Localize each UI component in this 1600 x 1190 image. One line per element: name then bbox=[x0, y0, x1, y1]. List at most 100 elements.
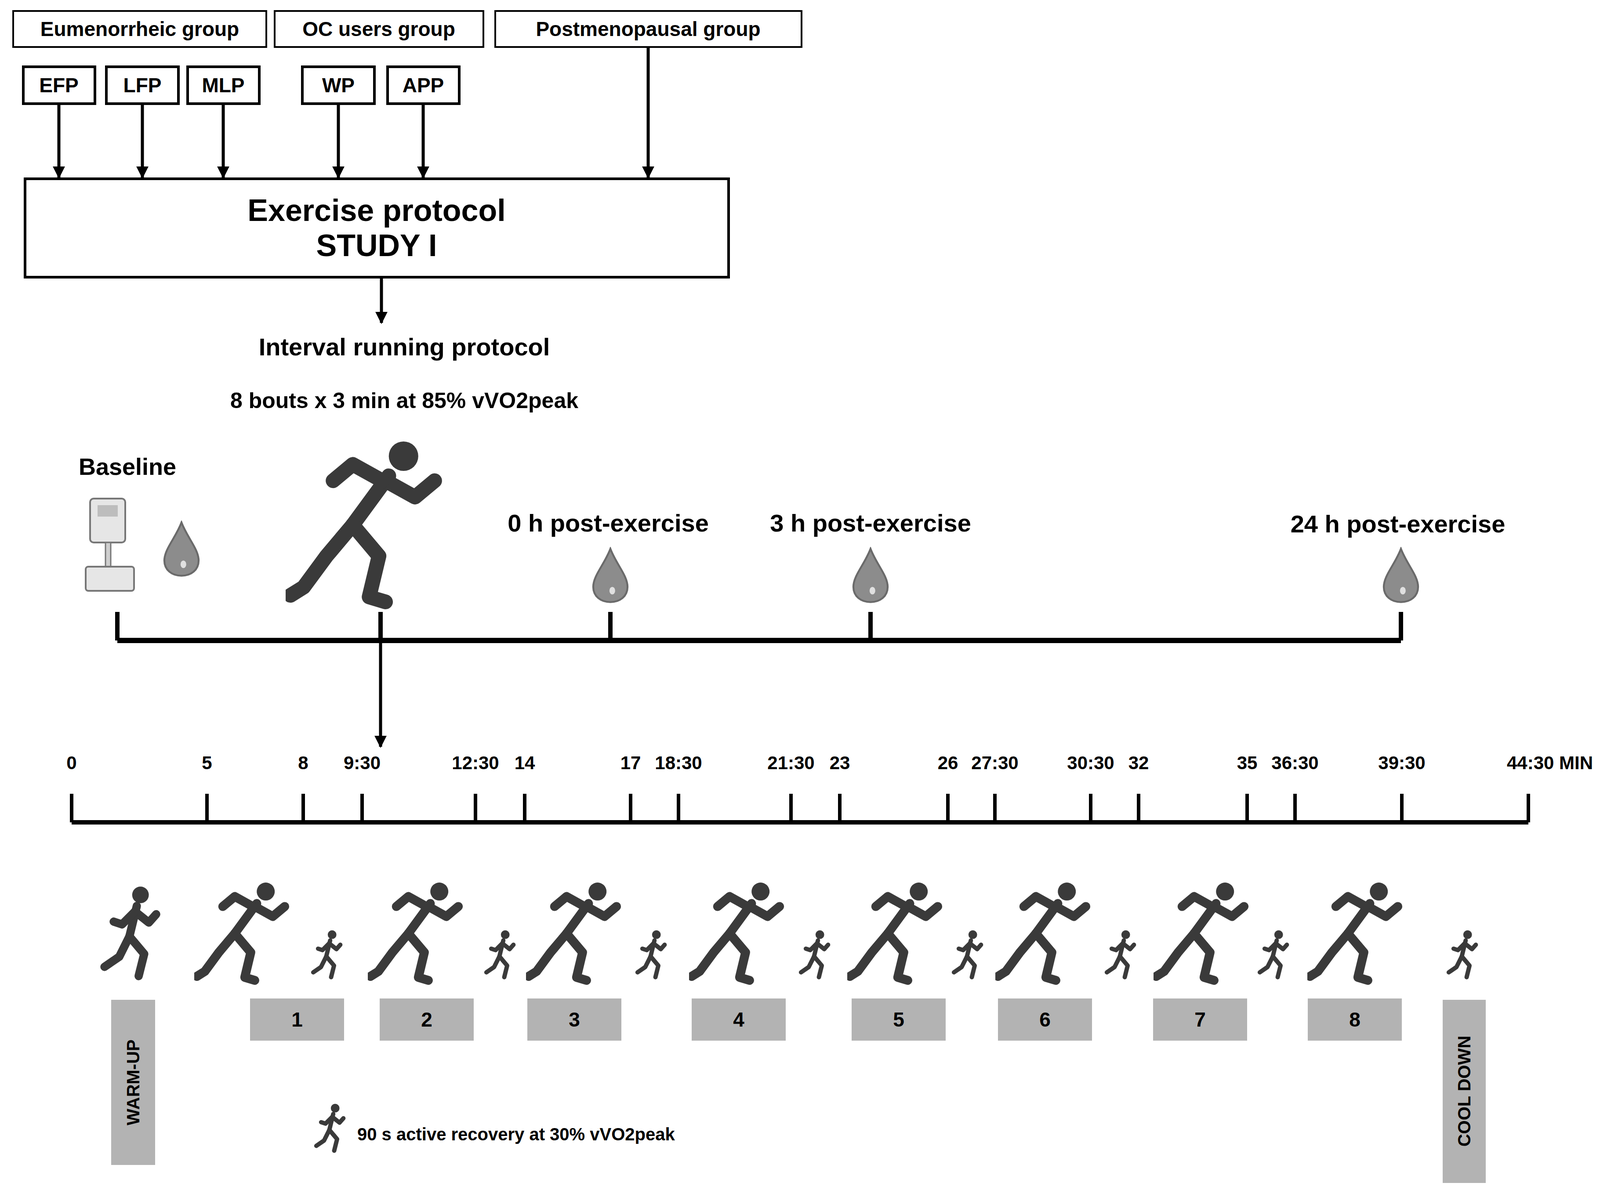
node-text: 4 bbox=[732, 1008, 745, 1032]
tick bbox=[676, 794, 681, 823]
process-box: WP bbox=[301, 65, 376, 106]
runner-icon bbox=[1259, 930, 1288, 978]
tick bbox=[946, 794, 950, 823]
runner-icons bbox=[104, 882, 1477, 981]
timeline bbox=[117, 638, 1401, 644]
annotation: 8 bouts x 3 min at 85% vVO2peak bbox=[230, 388, 579, 414]
group-header: Postmenopausal group bbox=[494, 10, 803, 48]
node-text: 5 bbox=[892, 1008, 905, 1032]
node-text: Exercise protocol bbox=[247, 192, 506, 229]
node-text: APP bbox=[402, 73, 445, 98]
tick bbox=[1398, 612, 1404, 641]
arrow-connector bbox=[337, 105, 341, 178]
timeline-ticks bbox=[71, 794, 1529, 823]
runner-icon bbox=[313, 930, 341, 978]
node-text: 8 bbox=[1349, 1008, 1361, 1032]
time-label: 9:30 bbox=[343, 753, 381, 774]
tick bbox=[1400, 794, 1404, 823]
time-label: 0 bbox=[66, 753, 77, 774]
group-header: OC users group bbox=[273, 10, 485, 48]
annotation: 3 h post-exercise bbox=[769, 509, 972, 537]
runner-icon bbox=[486, 930, 514, 978]
runner-figure bbox=[290, 441, 435, 603]
arrow-connector bbox=[421, 105, 425, 178]
tick bbox=[868, 612, 873, 641]
time-label: 39:30 bbox=[1378, 753, 1426, 774]
node-text: 3 bbox=[568, 1008, 581, 1032]
phase-bar: COOL DOWN bbox=[1442, 1000, 1486, 1184]
annotation: 90 s active recovery at 30% vVO2peak bbox=[357, 1124, 675, 1145]
annotation: Baseline bbox=[78, 453, 177, 480]
process-box: LFP bbox=[105, 65, 180, 106]
time-label: 14 bbox=[514, 753, 536, 774]
tick bbox=[1526, 794, 1531, 823]
time-label: 30:30 bbox=[1066, 753, 1114, 774]
runner-icon bbox=[1106, 930, 1135, 978]
node-text: Postmenopausal group bbox=[535, 17, 761, 41]
bout-bar: 7 bbox=[1153, 998, 1248, 1042]
tick bbox=[69, 794, 74, 823]
phase-bar: WARM-UP bbox=[111, 1000, 156, 1166]
runner-icon bbox=[196, 882, 285, 981]
time-label: 35 bbox=[1237, 753, 1258, 774]
arrow-connector bbox=[141, 105, 145, 178]
annotation: 24 h post-exercise bbox=[1290, 510, 1506, 538]
bout-bar: 2 bbox=[379, 998, 474, 1042]
bout-bar: 5 bbox=[851, 998, 946, 1042]
bout-bar: 1 bbox=[250, 998, 345, 1042]
process-box: MLP bbox=[186, 65, 261, 106]
time-label: 5 bbox=[201, 753, 212, 774]
time-label: 32 bbox=[1128, 753, 1150, 774]
runner-icon bbox=[997, 882, 1086, 981]
time-label: 17 bbox=[620, 753, 642, 774]
time-label: 21:30 bbox=[767, 753, 815, 774]
bout-bar: 8 bbox=[1307, 998, 1402, 1042]
tick bbox=[522, 794, 527, 823]
time-label: 12:30 bbox=[451, 753, 499, 774]
blood-drop bbox=[853, 548, 888, 603]
body-composition-analyzer bbox=[85, 498, 135, 592]
process-box: APP bbox=[386, 65, 461, 106]
tick bbox=[993, 794, 997, 823]
tick bbox=[115, 612, 120, 641]
runner-icon bbox=[954, 930, 982, 978]
process-box: EFP bbox=[21, 65, 97, 106]
node-text: WARM-UP bbox=[123, 1039, 144, 1126]
legend-runner bbox=[316, 1104, 344, 1152]
tick bbox=[1245, 794, 1249, 823]
runner-icon bbox=[1448, 930, 1477, 978]
runner-icon bbox=[637, 930, 665, 978]
node-text: WP bbox=[322, 73, 355, 98]
runner-icon bbox=[1156, 882, 1245, 981]
time-label: 18:30 bbox=[654, 753, 702, 774]
tick bbox=[473, 794, 478, 823]
blood-drop bbox=[593, 548, 628, 603]
time-label: 23 bbox=[829, 753, 851, 774]
time-label: 26 bbox=[937, 753, 959, 774]
time-label: 27:30 bbox=[971, 753, 1019, 774]
runner-icon bbox=[104, 886, 157, 977]
arrow-connector bbox=[646, 47, 650, 178]
runner-icon bbox=[691, 882, 780, 981]
tick bbox=[1088, 794, 1093, 823]
node-text: EFP bbox=[39, 73, 79, 98]
node-text: STUDY I bbox=[316, 228, 438, 264]
bout-bar: 3 bbox=[527, 998, 622, 1042]
annotation: Interval running protocol bbox=[258, 333, 551, 361]
tick bbox=[838, 794, 842, 823]
node-text: LFP bbox=[123, 73, 162, 98]
node-text: OC users group bbox=[302, 17, 456, 41]
runner-icon bbox=[370, 882, 459, 981]
node-text: 2 bbox=[420, 1008, 433, 1032]
runner-icon bbox=[528, 882, 617, 981]
arrow-line bbox=[380, 278, 384, 323]
timeline bbox=[71, 820, 1529, 825]
node-text: 1 bbox=[291, 1008, 303, 1032]
tick bbox=[1136, 794, 1141, 823]
blood-drop bbox=[164, 522, 199, 576]
runner-icon bbox=[1309, 882, 1398, 981]
node-text: 6 bbox=[1039, 1008, 1051, 1032]
bout-bar: 4 bbox=[691, 998, 786, 1042]
bout-bar: 6 bbox=[997, 998, 1093, 1042]
node-text: MLP bbox=[201, 73, 245, 98]
